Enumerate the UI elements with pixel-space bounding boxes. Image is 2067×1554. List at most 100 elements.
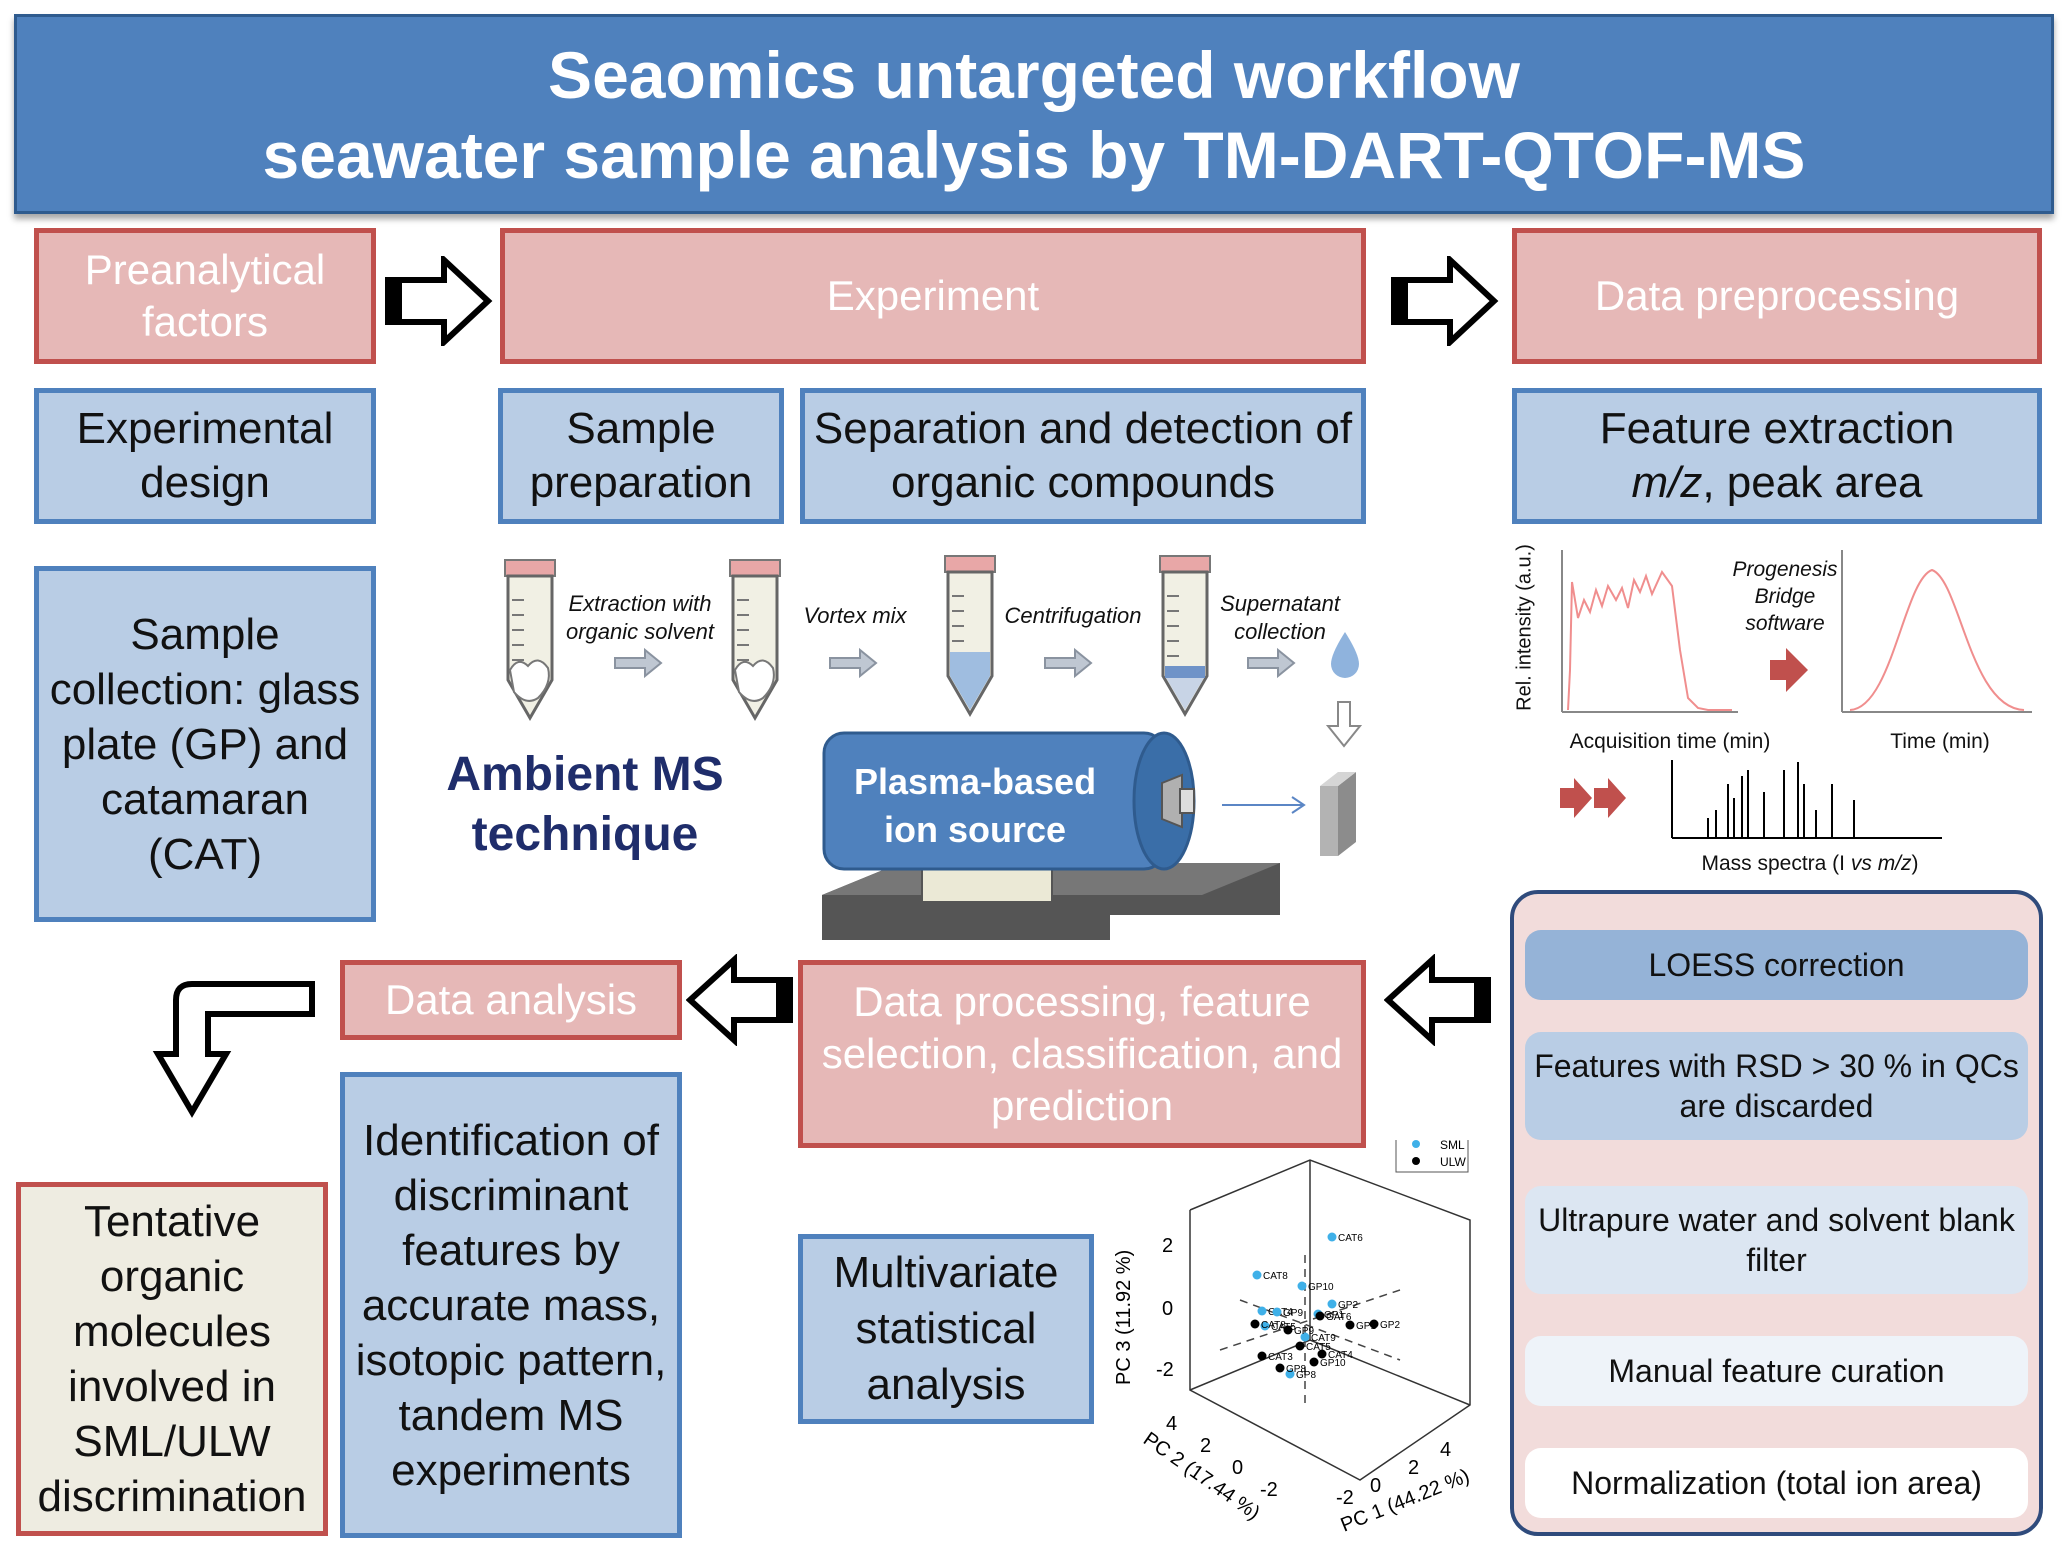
pca-point-ulw-9 <box>1275 1363 1285 1373</box>
pca-point-sml-7 <box>1327 1299 1337 1309</box>
flow-arrow-bent <box>152 981 315 1118</box>
stage-data-processing: Data processing, feature selection, clas… <box>798 960 1366 1148</box>
pca-point-label: GP10 <box>1320 1358 1346 1369</box>
pca-point-label: CAT6 <box>1338 1233 1363 1244</box>
ion-source-illustration <box>822 731 1306 940</box>
xtick-3: 4 <box>1440 1439 1451 1461</box>
title-banner: Seaomics untargeted workflow seawater sa… <box>14 14 2054 214</box>
progenesis-label: Progenesis Bridge software <box>1732 558 1838 635</box>
pca-point-ulw-0 <box>1315 1311 1325 1321</box>
filter-blank: Ultrapure water and solvent blank filter <box>1525 1186 2028 1294</box>
pca-xlabel: PC 1 (44.22 %) <box>1338 1465 1473 1537</box>
tube-1 <box>503 558 557 720</box>
tube-3 <box>943 554 997 716</box>
mass-spectra-label: Mass spectra (I vs m/z) <box>1701 852 1919 875</box>
box-experimental-design: Experimental design <box>34 388 376 524</box>
plasma-source-label: Plasma-based ion source <box>853 761 1097 850</box>
title-line-1: Seaomics untargeted workflow <box>548 38 1520 112</box>
box-identification: Identification of discriminant features … <box>340 1072 682 1538</box>
stage-data-analysis: Data analysis <box>340 960 682 1040</box>
box-feature-extraction: Feature extraction m/z, peak area <box>1512 388 2042 524</box>
preprocessing-chart <box>1560 550 2032 839</box>
box-separation-detection: Separation and detection of organic comp… <box>800 388 1366 524</box>
pca-point-sml-1 <box>1252 1270 1262 1280</box>
pca-point-ulw-3 <box>1295 1341 1305 1351</box>
pca-point-label: CAT9 <box>1311 1333 1336 1344</box>
pca-point-sml-2 <box>1297 1281 1307 1291</box>
ztick-1: 0 <box>1162 1298 1173 1320</box>
pca-point-sml-8 <box>1300 1332 1310 1342</box>
title-line-2: seawater sample analysis by TM-DART-QTOF… <box>262 118 1806 192</box>
flow-arrow-left-2 <box>1384 954 1491 1046</box>
pca-point-label: GP1 <box>1324 1310 1344 1321</box>
pca-point-label: GAT6 <box>1326 1312 1352 1323</box>
pca-point-sml-0 <box>1327 1232 1337 1242</box>
sample-prep-illustration <box>503 554 1363 856</box>
pca-point-label: GP9 <box>1283 1308 1303 1319</box>
stage-data-preprocessing: Data preprocessing <box>1512 228 2042 364</box>
pca-point-ulw-7 <box>1317 1349 1327 1359</box>
chromatogram-xlabel-left: Acquisition time (min) <box>1569 730 1771 753</box>
pca-point-label: CAT4 <box>1328 1350 1353 1361</box>
pca-point-ulw-2 <box>1283 1325 1293 1335</box>
pca-point-ulw-8 <box>1309 1357 1319 1367</box>
droplet-icon <box>1331 632 1359 678</box>
step-label-supernatant: Supernatant collection <box>1220 591 1340 644</box>
step-label-vortex: Vortex mix <box>803 603 907 628</box>
ytick-3: -2 <box>1260 1479 1278 1501</box>
pca-point-label: CAT5 <box>1306 1342 1331 1353</box>
pca-point-label: GP10 <box>1308 1282 1334 1293</box>
ytick-2: 0 <box>1232 1457 1243 1479</box>
ytick-0: 4 <box>1166 1413 1177 1435</box>
pca-point-label: GP9 <box>1294 1326 1314 1337</box>
xtick-1: 0 <box>1370 1475 1381 1497</box>
pca-point-sml-4 <box>1272 1307 1282 1317</box>
pca-point-sml-5 <box>1260 1321 1270 1331</box>
stage-preanalytical: Preanalytical factors <box>34 228 376 364</box>
filter-loess: LOESS correction <box>1525 930 2028 1000</box>
down-arrow-icon <box>1325 701 1363 748</box>
xtick-0: -2 <box>1336 1487 1354 1509</box>
pca-point-label: GP8 <box>1286 1364 1306 1375</box>
pca-point-label: CAT8 <box>1263 1271 1288 1282</box>
box-tentative-molecules: Tentative organic molecules involved in … <box>16 1182 328 1536</box>
pca-point-label: CAT8 <box>1261 1320 1286 1331</box>
pca-point-label: CAT3 <box>1268 1352 1293 1363</box>
pca-point-label: GP8 <box>1296 1370 1316 1381</box>
flow-arrow-right-1 <box>385 256 493 346</box>
pca-point-label: GP2 <box>1338 1300 1358 1311</box>
pca-zlabel: PC 3 (11.92 %) <box>1113 1250 1135 1385</box>
pca-point-ulw-4 <box>1345 1320 1355 1330</box>
legend-ulw: ULW <box>1440 1155 1466 1169</box>
tube-2 <box>728 558 782 720</box>
pca-point-sml-3 <box>1257 1306 1267 1316</box>
ztick-2: -2 <box>1156 1359 1174 1381</box>
filter-normalization: Normalization (total ion area) <box>1525 1448 2028 1518</box>
stage-experiment: Experiment <box>500 228 1366 364</box>
flow-arrow-left-1 <box>686 954 793 1046</box>
legend-sml: SML <box>1440 1140 1465 1152</box>
flow-arrow-right-2 <box>1391 256 1499 346</box>
filter-rsd: Features with RSD > 30 % in QCs are disc… <box>1525 1032 2028 1140</box>
filter-curation: Manual feature curation <box>1525 1336 2028 1406</box>
pca-point-ulw-1 <box>1250 1319 1260 1329</box>
chromatogram-xlabel-right: Time (min) <box>1890 730 1990 753</box>
pca-point-sml-9 <box>1285 1369 1295 1379</box>
pca-box <box>1189 1159 1471 1481</box>
step-label-extraction: Extraction with organic solvent <box>566 591 714 644</box>
pca-point-label: CAT5 <box>1271 1322 1296 1333</box>
box-sample-preparation: Sample preparation <box>498 388 784 524</box>
xtick-2: 2 <box>1408 1457 1419 1479</box>
ambient-ms-label: Ambient MS technique <box>446 748 724 861</box>
ytick-1: 2 <box>1200 1435 1211 1457</box>
box-multivariate: Multivariate statistical analysis <box>798 1234 1094 1424</box>
pca-point-label: GP1 <box>1356 1321 1376 1332</box>
pca-point-ulw-6 <box>1257 1351 1267 1361</box>
box-sample-collection: Sample collection: glass plate (GP) and … <box>34 566 376 922</box>
step-label-centrifugation: Centrifugation <box>1004 603 1142 628</box>
chromatogram-ylabel: Rel. intensity (a.u.) <box>1513 544 1536 711</box>
pca-point-ulw-5 <box>1369 1319 1379 1329</box>
tube-4 <box>1158 554 1212 716</box>
ztick-0: 2 <box>1162 1235 1173 1257</box>
pca-point-label: GP2 <box>1380 1320 1400 1331</box>
